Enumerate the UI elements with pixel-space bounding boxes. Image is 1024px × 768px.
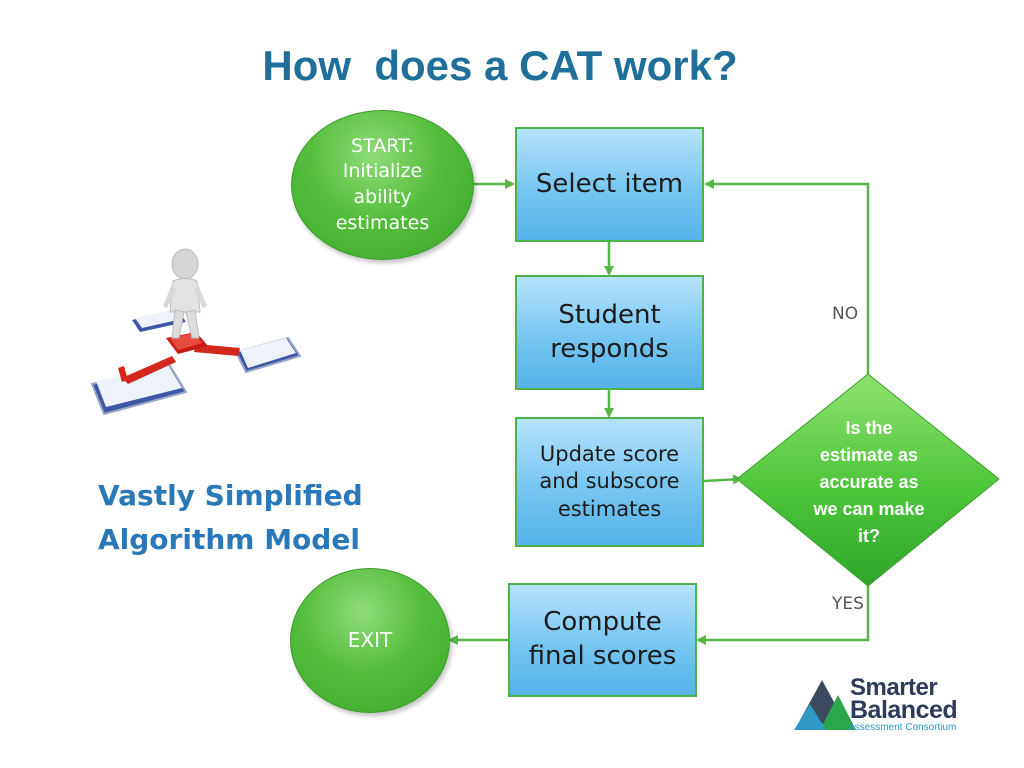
decision-diamond bbox=[736, 373, 1000, 587]
smarter-balanced-logo-mark bbox=[794, 680, 856, 730]
student-responds-box: Student responds bbox=[515, 275, 704, 390]
arrow-decision-no-loop bbox=[704, 179, 870, 374]
update-scores-box: Update score and subscore estimates bbox=[515, 417, 704, 547]
person-on-flowchart-illustration bbox=[90, 248, 302, 416]
no-label: NO bbox=[832, 304, 859, 324]
yes-label: YES bbox=[832, 594, 864, 614]
exit-node: EXIT bbox=[290, 568, 450, 713]
logo-word-smarter: Smarter bbox=[850, 674, 938, 701]
side-caption: Vastly Simplified Algorithm Model bbox=[98, 479, 363, 556]
arrow-update-to-decision bbox=[703, 474, 743, 485]
slide-title: How does a CAT work? bbox=[262, 42, 738, 89]
arrow-decision-yes-path bbox=[696, 586, 870, 645]
logo-word-balanced: Balanced bbox=[850, 696, 958, 724]
compute-final-scores-box: Compute final scores bbox=[508, 583, 697, 697]
decision-text: Is the estimate as accurate as we can ma… bbox=[813, 418, 925, 546]
logo-word-consortium: Assessment Consortium bbox=[848, 722, 957, 733]
start-node: START: Initialize ability estimates bbox=[291, 110, 474, 260]
select-item-box: Select item bbox=[515, 127, 704, 242]
